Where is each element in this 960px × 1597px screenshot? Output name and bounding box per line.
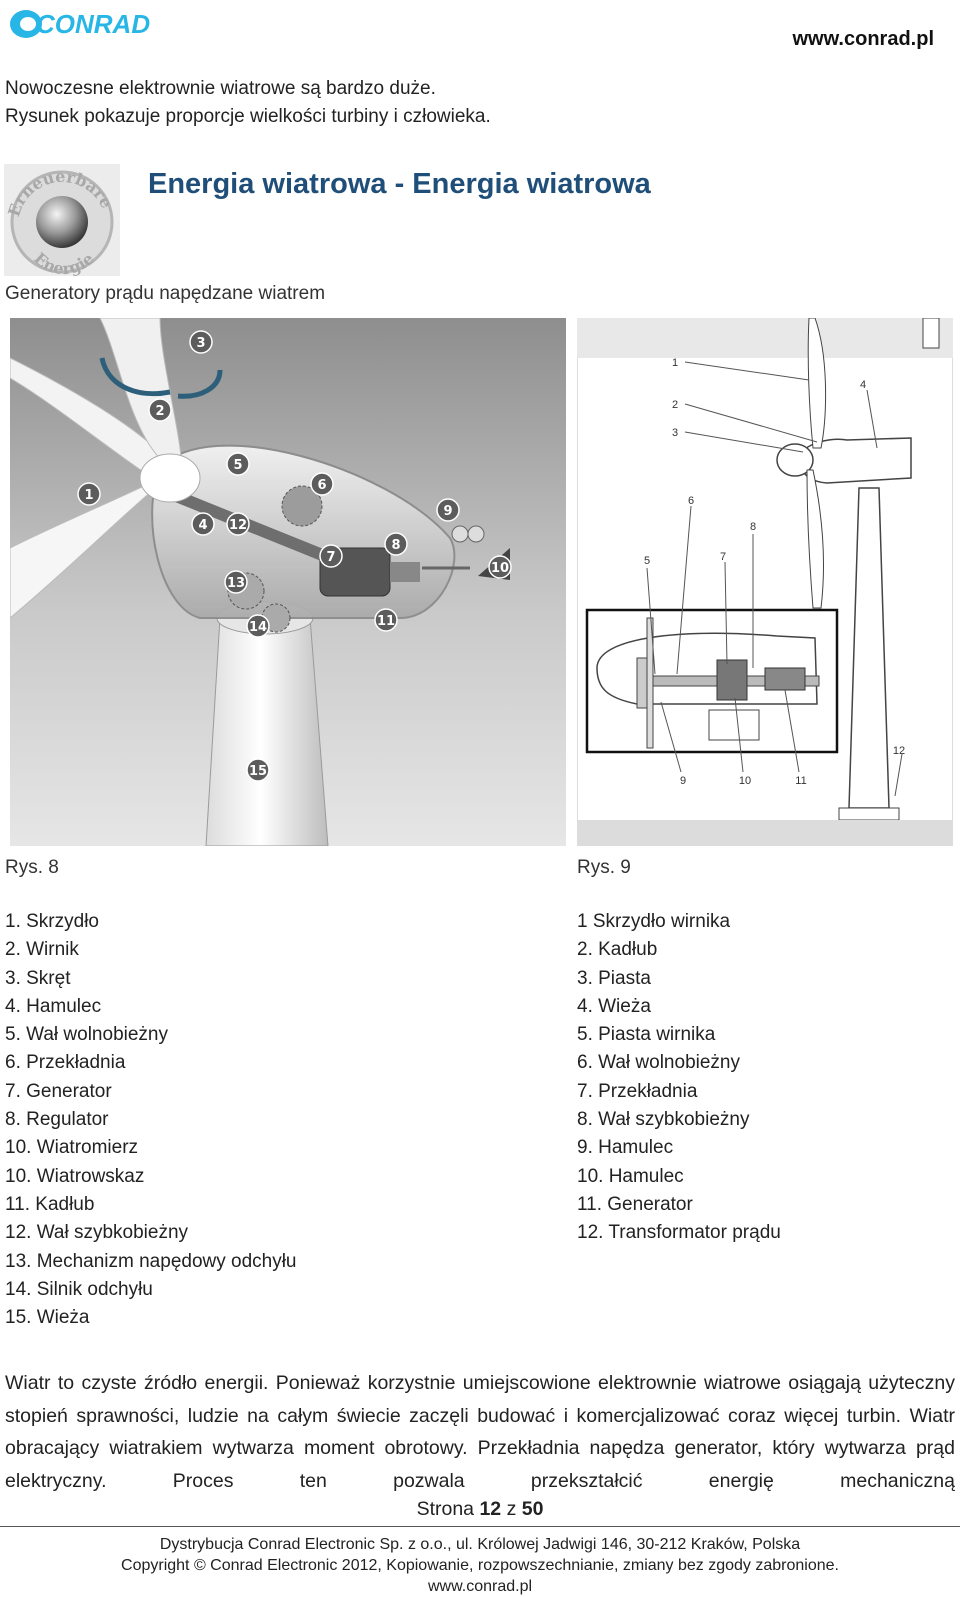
callout-8-4: 4	[198, 518, 207, 533]
footer-address: Dystrybucja Conrad Electronic Sp. z o.o.…	[159, 1536, 801, 1553]
callout-8-11: 11	[377, 614, 395, 629]
list-item: 5. Wał wolnobieżny	[5, 1024, 168, 1046]
list-item: 6. Przekładnia	[5, 1052, 126, 1074]
callout-8-2: 2	[155, 404, 164, 419]
callout-9-8: 8	[750, 521, 756, 533]
list-item: 5. Piasta wirnika	[577, 1024, 716, 1046]
page-separator: z	[506, 1498, 517, 1520]
callout-9-4: 4	[860, 379, 866, 391]
list-item: 13. Mechanizm napędowy odchyłu	[5, 1250, 297, 1272]
footer-divider	[0, 1526, 960, 1527]
callout-9-6: 6	[688, 495, 694, 507]
callout-8-6: 6	[317, 478, 326, 493]
list-item: 11. Generator	[577, 1193, 693, 1215]
footer-copyright: Copyright © Conrad Electronic 2012, Kopi…	[121, 1557, 839, 1574]
callout-8-1: 3	[196, 336, 205, 351]
intro-line-2: Rysunek pokazuje proporcje wielkości tur…	[5, 106, 491, 127]
list-item: 10. Hamulec	[577, 1165, 684, 1187]
page-number: Strona 12 z 50	[0, 1498, 960, 1521]
page-title: Energia wiatrowa - Energia wiatrowa	[148, 168, 651, 200]
list-item: 12. Transformator prądu	[577, 1222, 781, 1244]
callout-9-7: 7	[720, 551, 726, 563]
page-total: 50	[521, 1498, 544, 1520]
intro-line-1: Nowoczesne elektrownie wiatrowe są bardz…	[5, 78, 436, 99]
site-url-header[interactable]: www.conrad.pl	[792, 28, 935, 50]
figure-9-caption: Rys. 9	[577, 857, 631, 878]
list-item: 8. Regulator	[5, 1109, 109, 1131]
figure-9-turbine-schematic: 1 2 3 4 5 6 7 8 9 10 11 12	[577, 318, 953, 846]
callout-8-10: 10	[491, 561, 509, 576]
list-item: 9. Hamulec	[577, 1137, 674, 1159]
list-item: 11. Kadłub	[5, 1193, 95, 1215]
list-item: 1 Skrzydło wirnika	[577, 911, 731, 932]
callout-8-9: 9	[443, 504, 452, 519]
callout-9-10: 10	[739, 775, 751, 787]
callout-8-3: 1	[84, 488, 93, 503]
callout-9-12: 12	[893, 745, 905, 757]
callout-9-3: 3	[672, 427, 678, 439]
page-prefix: Strona	[416, 1498, 475, 1520]
renewable-energy-badge-icon: Erneuerbare Energie	[4, 164, 120, 276]
callout-8-12: 12	[229, 518, 247, 533]
callout-9-2: 2	[672, 399, 678, 411]
list-item: 14. Silnik odchyłu	[5, 1278, 153, 1300]
callout-8-14: 14	[249, 620, 267, 635]
list-item: 12. Wał szybkobieżny	[5, 1222, 189, 1244]
callout-9-9: 9	[680, 775, 686, 787]
list-item: 3. Skręt	[5, 967, 71, 989]
figure-8-turbine-cutaway: 3 2 1 4 5 6 7 8 9 10 11 12 13 14 15	[10, 318, 566, 846]
list-item: 4. Hamulec	[5, 995, 102, 1017]
subtitle: Generatory prądu napędzane wiatrem	[5, 283, 326, 304]
list-item: 10. Wiatromierz	[5, 1137, 139, 1159]
figure-8-caption: Rys. 8	[5, 857, 59, 878]
figure-9-legend: 1 Skrzydło wirnika 2. Kadłub 3. Piasta 4…	[577, 908, 781, 1248]
list-item: 15. Wieża	[5, 1307, 90, 1329]
figure-8-legend: 1. Skrzydło 2. Wirnik 3. Skręt 4. Hamule…	[5, 908, 297, 1332]
list-item: 7. Przekładnia	[577, 1080, 698, 1102]
callout-9-11: 11	[795, 775, 806, 787]
callout-8-15: 15	[249, 764, 267, 779]
footer-site-url[interactable]: www.conrad.pl	[427, 1578, 533, 1595]
list-item: 3. Piasta	[577, 967, 651, 989]
callout-8-8: 8	[391, 538, 400, 553]
logo-text: CONRAD	[36, 9, 150, 39]
callout-8-13: 13	[227, 576, 245, 591]
list-item: 6. Wał wolnobieżny	[577, 1052, 740, 1074]
list-item: 7. Generator	[5, 1080, 112, 1102]
list-item: 2. Kadłub	[577, 939, 658, 961]
conrad-logo-icon[interactable]: CONRAD	[6, 2, 166, 42]
list-item: 2. Wirnik	[5, 939, 79, 961]
list-item: 10. Wiatrowskaz	[5, 1165, 145, 1187]
callout-8-5: 5	[233, 458, 242, 473]
list-item: 1. Skrzydło	[5, 911, 99, 932]
page-current: 12	[479, 1498, 502, 1520]
callout-8-7: 7	[326, 550, 335, 565]
list-item: 4. Wieża	[577, 995, 651, 1017]
list-item: 8. Wał szybkobieżny	[577, 1109, 750, 1131]
callout-9-5: 5	[644, 555, 650, 567]
callout-9-1: 1	[672, 357, 678, 369]
body-paragraph: Wiatr to czyste źródło energii. Ponieważ…	[5, 1372, 955, 1492]
